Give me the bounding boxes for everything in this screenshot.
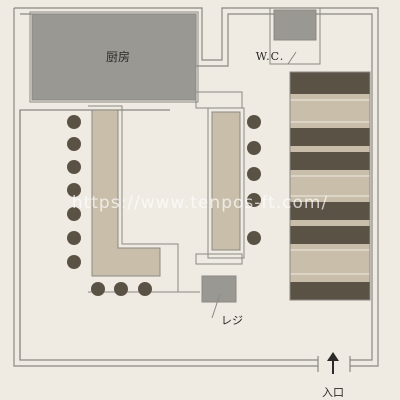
entrance: 入口 — [322, 352, 344, 399]
seats-bottom — [91, 282, 152, 296]
counter-left — [88, 105, 200, 293]
arrow-up-icon — [327, 352, 339, 374]
booths-right — [289, 71, 371, 301]
register: レジ — [201, 275, 243, 327]
seats-center — [247, 115, 261, 245]
watermark-text: https://www.tenpos-ft.com/ — [72, 193, 328, 213]
seats-left — [67, 115, 81, 269]
wc-label: W.C. — [256, 50, 284, 63]
register-label: レジ — [221, 314, 243, 327]
entrance-label: 入口 — [322, 386, 344, 399]
kitchen: 厨房 — [29, 11, 199, 103]
wc: W.C. — [256, 7, 321, 65]
counter-center — [195, 91, 245, 265]
kitchen-label: 厨房 — [106, 49, 130, 64]
